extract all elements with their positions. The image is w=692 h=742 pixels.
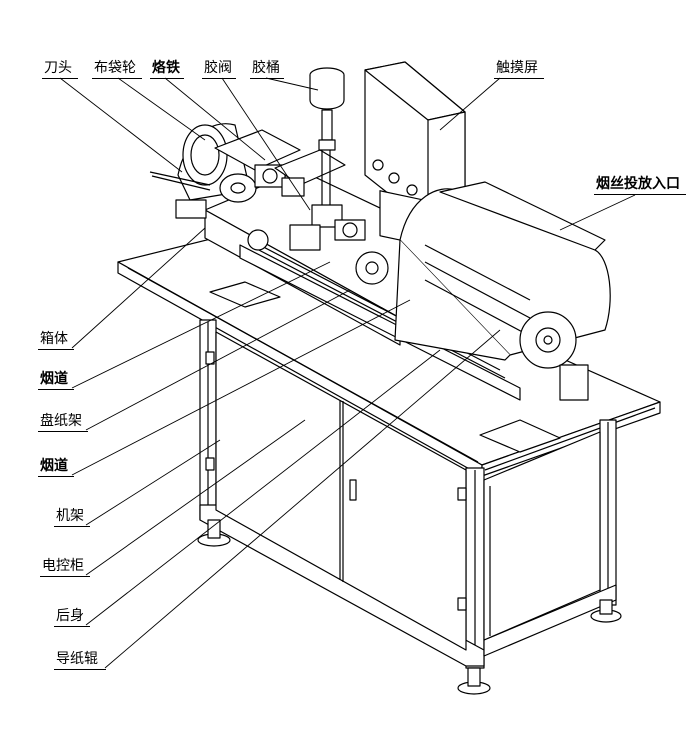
label-tobacco-channel-2: 烟道 (40, 458, 68, 474)
label-bag-wheel: 布袋轮 (94, 60, 136, 76)
label-frame: 机架 (56, 508, 84, 524)
label-rear-body: 后身 (56, 608, 84, 624)
label-touch-screen: 触摸屏 (496, 60, 538, 76)
label-glue-valve: 胶阀 (204, 60, 232, 76)
soldering-iron (274, 149, 346, 197)
tobacco-hopper (247, 181, 611, 401)
bag-wheel (214, 129, 301, 203)
label-control-cabinet: 电控柜 (42, 558, 84, 574)
leader-lines (59, 77, 636, 669)
label-cutter-head: 刀头 (44, 60, 72, 76)
leveling-feet (197, 519, 622, 695)
label-tobacco-channel-1: 烟道 (40, 371, 68, 387)
label-cabinet-body: 箱体 (40, 331, 68, 347)
glue-valve (289, 150, 366, 251)
label-soldering-iron: 烙铁 (152, 60, 180, 76)
label-paper-reel-holder: 盘纸架 (40, 413, 82, 429)
label-paper-guide-roller: 导纸辊 (56, 651, 98, 667)
cabinet-frame (199, 319, 617, 669)
label-glue-bucket: 胶桶 (252, 60, 280, 76)
label-tobacco-inlet: 烟丝投放入口 (596, 176, 680, 192)
glue-bucket (309, 67, 345, 151)
